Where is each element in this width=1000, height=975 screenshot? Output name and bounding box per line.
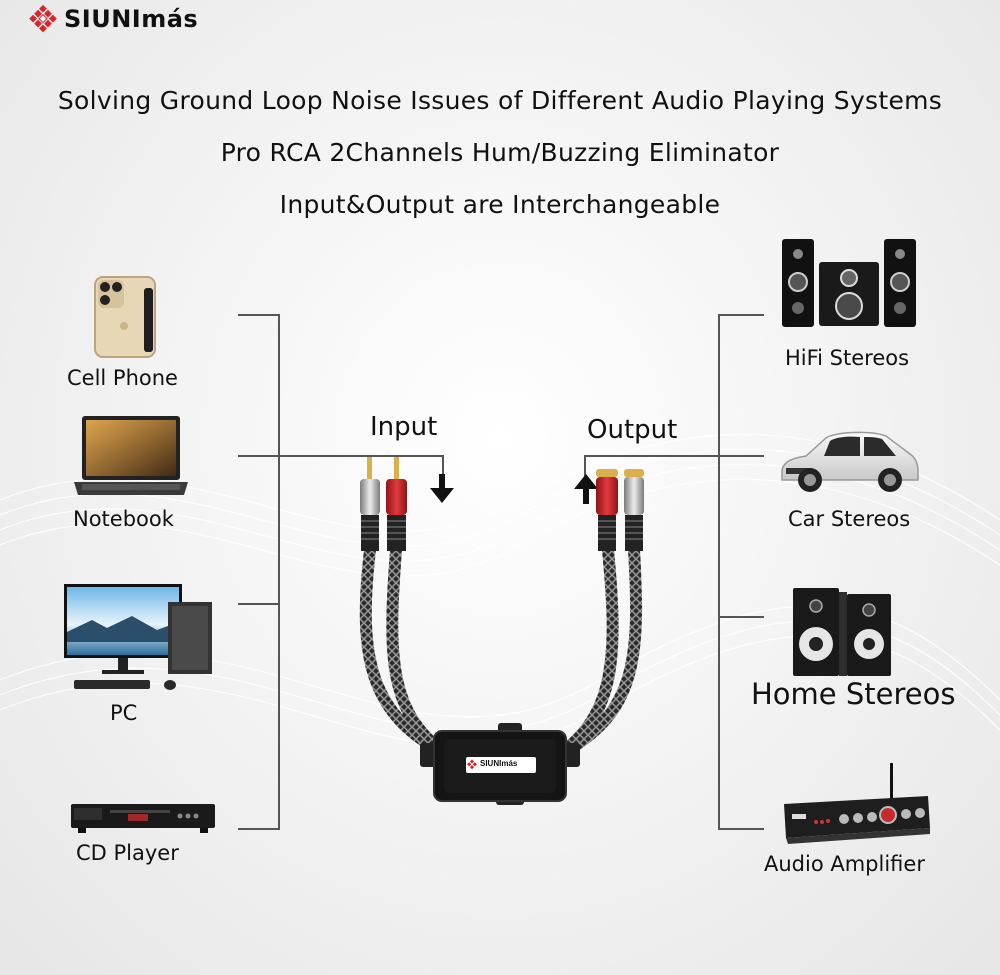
headline-line-3: Input&Output are Interchangeable bbox=[279, 190, 721, 219]
input-plug-silver bbox=[360, 457, 380, 551]
bracket-left-top bbox=[238, 314, 280, 316]
input-cable-right bbox=[386, 549, 452, 760]
output-plug-red bbox=[596, 469, 618, 551]
input-label: Input bbox=[370, 412, 438, 442]
laptop-icon bbox=[74, 416, 188, 495]
device-label-notebook: Notebook bbox=[73, 507, 174, 531]
bracket-right-vertical bbox=[718, 314, 720, 830]
device-label-hifi-stereos: HiFi Stereos bbox=[785, 346, 910, 370]
device-label-home-stereos: Home Stereos bbox=[751, 677, 956, 711]
desktop-pc-icon bbox=[64, 584, 212, 690]
down-arrow-icon bbox=[430, 474, 454, 503]
cd-player-icon bbox=[71, 804, 215, 833]
amplifier-icon bbox=[784, 763, 930, 844]
input-drop-line bbox=[442, 455, 444, 477]
diamond-grid-logo-icon bbox=[29, 4, 57, 33]
headline-line-1: Solving Ground Loop Noise Issues of Diff… bbox=[57, 86, 943, 115]
device-label-cell-phone: Cell Phone bbox=[67, 366, 178, 390]
smartphone-icon bbox=[94, 276, 156, 358]
device-label-cd-player: CD Player bbox=[76, 841, 179, 865]
bracket-left-bottom bbox=[238, 828, 280, 830]
input-connector-line bbox=[238, 455, 444, 457]
brand-name: SIUNImás bbox=[64, 5, 199, 33]
output-label: Output bbox=[587, 415, 678, 445]
headline-line-2: Pro RCA 2Channels Hum/Buzzing Eliminator bbox=[220, 138, 780, 167]
bracket-right-bottom bbox=[718, 828, 764, 830]
input-cable-left bbox=[359, 549, 451, 761]
up-arrow-icon bbox=[574, 474, 598, 504]
hifi-speakers-icon bbox=[782, 239, 916, 327]
output-cable-right bbox=[555, 549, 643, 761]
bracket-left-vertical bbox=[278, 314, 280, 830]
bookshelf-speakers-icon bbox=[793, 588, 891, 676]
brand-logo: SIUNImás bbox=[28, 4, 198, 34]
car-icon bbox=[781, 431, 919, 492]
output-rise-line bbox=[584, 455, 586, 477]
device-label-pc: PC bbox=[110, 701, 138, 725]
output-connector-line bbox=[584, 455, 764, 457]
output-plug-silver bbox=[624, 469, 644, 551]
device-label-car-stereos: Car Stereos bbox=[788, 507, 911, 531]
bracket-left-mid bbox=[238, 603, 280, 605]
bracket-right-mid bbox=[718, 616, 764, 618]
ground-loop-isolator bbox=[359, 457, 644, 805]
device-label-audio-amplifier: Audio Amplifier bbox=[764, 852, 925, 876]
bracket-right-top bbox=[718, 314, 764, 316]
isolator-brand-label: SIUNImás bbox=[480, 759, 518, 768]
input-plug-red bbox=[386, 457, 407, 551]
